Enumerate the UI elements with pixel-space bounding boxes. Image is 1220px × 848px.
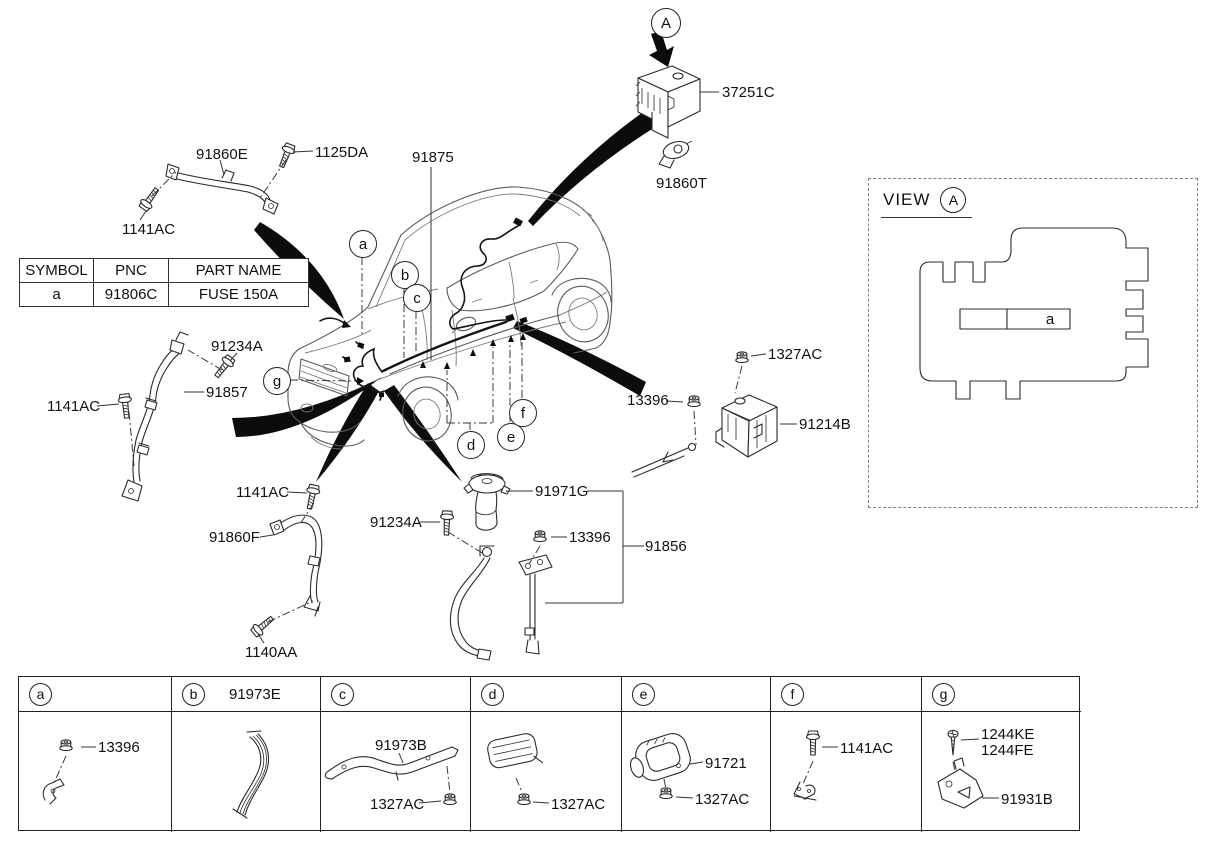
legend-header-f: f (771, 677, 922, 712)
legend-body-c (321, 712, 471, 832)
legend-body-f (771, 712, 922, 832)
label-1141AC-left: 1141AC (47, 398, 101, 415)
label-1125DA: 1125DA (315, 144, 369, 161)
label-91234A-1: 91234A (211, 338, 263, 355)
legend-circle-c: c (331, 682, 354, 706)
part-91860F (269, 514, 323, 617)
label-91860T: 91860T (656, 175, 707, 192)
label-1327AC-cell-e: 1327AC (695, 791, 750, 808)
symbol-table-header-symbol: SYMBOL (19, 258, 94, 283)
label-1327AC-cell-c: 1327AC (370, 796, 425, 813)
symbol-table: SYMBOL PNC PART NAME a 91806C FUSE 150A (19, 258, 309, 307)
legend-circle-g: g (932, 682, 955, 706)
label-91860E: 91860E (196, 146, 248, 163)
legend-header-b: b 91973E (172, 677, 321, 712)
circle-marker-f: f (509, 399, 537, 427)
part-91857 (121, 331, 189, 502)
label-1140AA: 1140AA (245, 644, 298, 661)
part-91856 (449, 545, 553, 661)
label-37251C: 37251C (722, 84, 775, 101)
circle-marker-A: A (651, 8, 681, 38)
legend-header-a: a (19, 677, 172, 712)
label-91973B-cell-c: 91973B (375, 737, 427, 754)
legend-body-e (622, 712, 771, 832)
legend-cell-b-drawing (232, 730, 270, 819)
legend-circle-d: d (481, 682, 504, 706)
part-91214B (715, 394, 778, 458)
label-1141AC-mid: 1141AC (236, 484, 290, 501)
circle-marker-d: d (457, 431, 485, 459)
legend-cell-a-drawing (42, 746, 96, 805)
part-91860E (165, 163, 279, 215)
circle-marker-c: c (403, 284, 431, 312)
symbol-table-header-pnc: PNC (93, 258, 169, 283)
legend-cell-c-drawing (324, 746, 459, 804)
label-91856: 91856 (645, 538, 687, 555)
label-13396-right: 13396 (627, 392, 669, 409)
part-91971G (463, 473, 511, 531)
label-91971G: 91971G (535, 483, 589, 500)
label-1141AC-top: 1141AC (122, 221, 176, 238)
label-1244FE-cell-g: 1244FE (981, 742, 1034, 759)
symbol-table-header-partname: PART NAME (168, 258, 309, 283)
label-91234A-2: 91234A (370, 514, 422, 531)
label-13396-cell-a: 13396 (98, 739, 140, 756)
label-91931B-cell-g: 91931B (1001, 791, 1053, 808)
symbol-table-header-row: SYMBOL PNC PART NAME (19, 258, 309, 283)
legend-cell-f-drawing (793, 746, 838, 801)
legend-body-b (172, 712, 321, 832)
harness-drawing (319, 217, 528, 401)
circle-marker-e: e (497, 423, 525, 451)
fuse-slot-label: a (1045, 310, 1055, 328)
symbol-cell: a (19, 282, 94, 307)
label-13396-mid: 13396 (569, 529, 611, 546)
label-91721-cell-e: 91721 (705, 755, 747, 772)
legend-circle-b: b (182, 682, 205, 706)
view-a-fuse-drawing (919, 227, 1149, 400)
label-1244KE-cell-g: 1244KE (981, 726, 1035, 743)
part-cable-strip (631, 442, 697, 478)
view-a-panel: VIEW A (868, 178, 1198, 508)
label-1327AC-main: 1327AC (768, 346, 823, 363)
label-91214B: 91214B (799, 416, 851, 433)
symbol-table-data-row: a 91806C FUSE 150A (19, 282, 309, 307)
legend-header-c: c (321, 677, 471, 712)
label-1141AC-cell-f: 1141AC (840, 740, 894, 757)
part-91860T (658, 140, 693, 169)
legend-circle-f: f (781, 682, 804, 706)
legend-cell-e-drawing (629, 733, 704, 799)
label-91875: 91875 (412, 149, 454, 166)
view-a-circle-marker: A (940, 187, 967, 213)
legend-circle-e: e (632, 682, 655, 706)
pnc-cell: 91806C (93, 282, 169, 307)
legend-header-g: g (922, 677, 1081, 712)
legend-body-d (471, 712, 622, 832)
legend-cell-g-drawing (937, 738, 999, 809)
legend-table: a b 91973E c d e f g (18, 676, 1081, 832)
label-leader-lines (96, 91, 797, 644)
view-title-text: VIEW (883, 190, 931, 209)
leader-swooshes (232, 31, 674, 482)
legend-header-d: d (471, 677, 622, 712)
legend-circle-a: a (29, 682, 52, 706)
label-91860F: 91860F (209, 529, 260, 546)
legend-header-e: e (622, 677, 771, 712)
legend-body-a (19, 712, 172, 832)
label-1327AC-cell-d: 1327AC (551, 796, 606, 813)
label-91857: 91857 (206, 384, 248, 401)
circle-marker-a: a (349, 230, 377, 258)
circle-marker-g: g (263, 367, 291, 395)
legend-cell-d-drawing (487, 733, 550, 804)
legend-header-label-b: 91973E (229, 685, 281, 703)
part-37251C (635, 65, 701, 139)
partname-cell: FUSE 150A (168, 282, 309, 307)
view-a-title: VIEW A (881, 187, 973, 218)
